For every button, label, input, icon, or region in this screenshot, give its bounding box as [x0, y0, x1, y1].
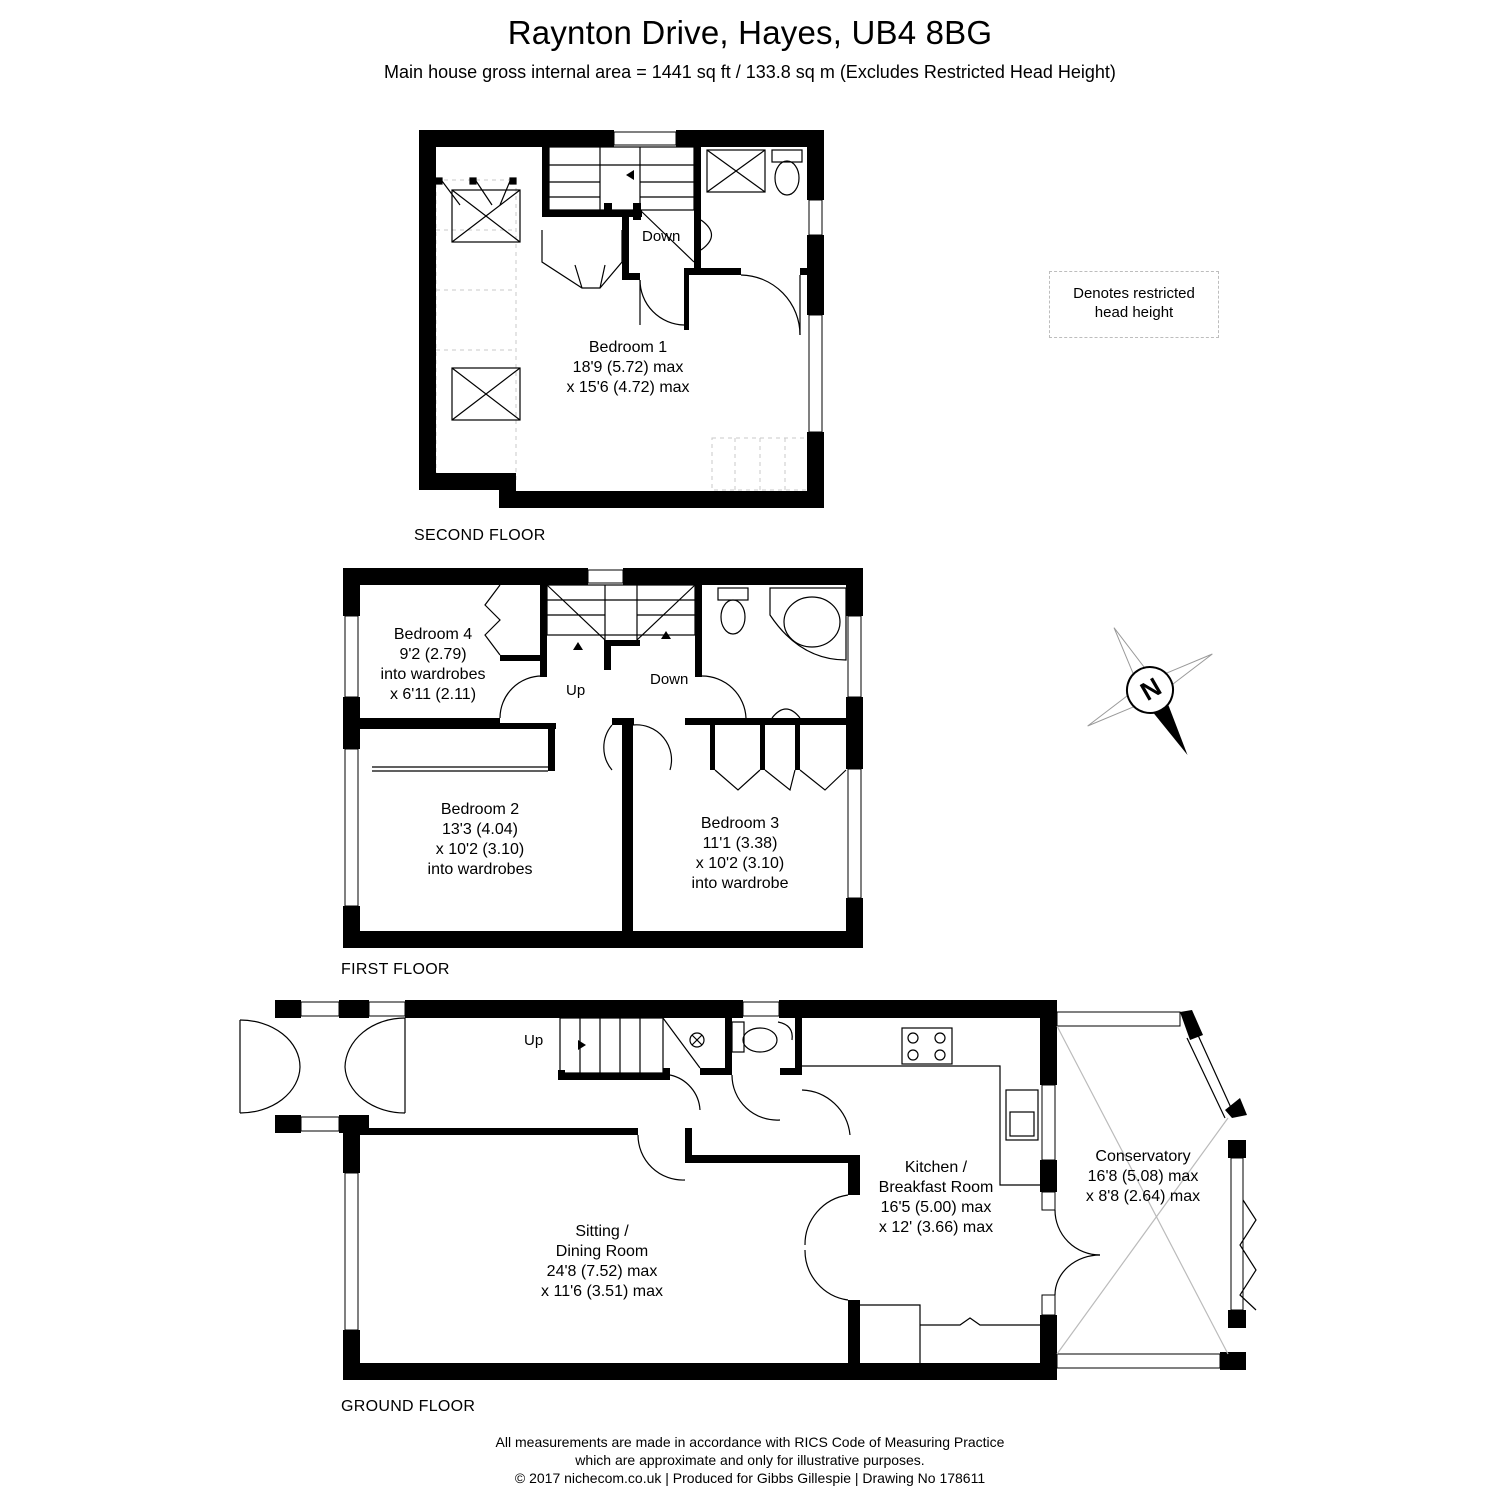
room-dimension: 11'1 (3.38)	[702, 835, 778, 852]
legend-line-1: Denotes restricted	[1073, 285, 1195, 302]
stair-label-down: Down	[650, 671, 689, 688]
room-dimension: x 11'6 (3.51) max	[541, 1283, 663, 1300]
room-dimension: 18'9 (5.72) max	[572, 359, 684, 376]
floor-label-second: SECOND FLOOR	[414, 527, 546, 544]
room-dimension: 16'5 (5.00) max	[880, 1199, 992, 1216]
room-label-bedroom-3: Bedroom 3 11'1 (3.38) x 10'2 (3.10) into…	[692, 814, 789, 894]
room-name: Bedroom 3	[700, 815, 780, 832]
room-dimension: into wardrobe	[691, 875, 789, 892]
stair-label-up: Up	[566, 682, 586, 699]
room-dimension: 24'8 (7.52) max	[546, 1263, 658, 1280]
room-name: Dining Room	[555, 1243, 649, 1260]
floor-label-ground: GROUND FLOOR	[341, 1398, 476, 1415]
room-name: Bedroom 2	[440, 801, 520, 818]
footer-line: All measurements are made in accordance …	[495, 1434, 1005, 1450]
room-label-bedroom-1: Bedroom 1 18'9 (5.72) max x 15'6 (4.72) …	[566, 338, 689, 398]
room-label-conservatory: Conservatory 16'8 (5.08) max x 8'8 (2.64…	[1086, 1147, 1200, 1207]
room-dimension: x 12' (3.66) max	[878, 1219, 994, 1236]
room-name: Breakfast Room	[878, 1179, 994, 1196]
room-dimension: x 8'8 (2.64) max	[1085, 1188, 1201, 1205]
room-dimension: into wardrobes	[380, 666, 486, 683]
footer-line: which are approximate and only for illus…	[575, 1452, 925, 1468]
stair-label-down: Down	[642, 228, 681, 245]
room-name: Bedroom 4	[393, 626, 473, 643]
room-label-bedroom-2: Bedroom 2 13'3 (4.04) x 10'2 (3.10) into…	[428, 800, 533, 880]
room-dimension: 16'8 (5.08) max	[1087, 1168, 1199, 1185]
room-dimension: x 10'2 (3.10)	[435, 841, 525, 858]
footer-line: © 2017 nichecom.co.uk | Produced for Gib…	[514, 1470, 986, 1486]
room-name: Kitchen /	[904, 1159, 968, 1176]
disclaimer-footer: All measurements are made in accordance …	[0, 1433, 1500, 1487]
room-dimension: 9'2 (2.79)	[399, 646, 467, 663]
room-label-kitchen: Kitchen / Breakfast Room 16'5 (5.00) max…	[879, 1158, 994, 1238]
legend-line-2: head height	[1094, 304, 1174, 321]
ground-floor-plan	[239, 1000, 1257, 1380]
first-floor-plan	[343, 568, 863, 948]
compass-rose	[1087, 627, 1213, 755]
room-name: Conservatory	[1095, 1148, 1191, 1165]
room-dimension: x 15'6 (4.72) max	[566, 379, 690, 396]
second-floor-plan	[419, 130, 824, 508]
floor-label-first: FIRST FLOOR	[341, 961, 450, 978]
plan-title: Raynton Drive, Hayes, UB4 8BG	[507, 14, 993, 51]
room-dimension: x 6'11 (2.11)	[389, 686, 477, 703]
room-dimension: x 10'2 (3.10)	[695, 855, 785, 872]
room-name: Bedroom 1	[588, 339, 668, 356]
room-name: Sitting /	[575, 1223, 629, 1240]
room-label-sitting-dining: Sitting / Dining Room 24'8 (7.52) max x …	[541, 1222, 663, 1302]
restricted-head-height-legend: Denotes restricted head height	[1049, 271, 1219, 338]
stair-label-up: Up	[524, 1032, 544, 1049]
room-dimension: into wardrobes	[427, 861, 533, 878]
room-dimension: 13'3 (4.04)	[441, 821, 518, 838]
plan-subtitle: Main house gross internal area = 1441 sq…	[384, 62, 1116, 82]
room-label-bedroom-4: Bedroom 4 9'2 (2.79) into wardrobes x 6'…	[381, 625, 486, 705]
